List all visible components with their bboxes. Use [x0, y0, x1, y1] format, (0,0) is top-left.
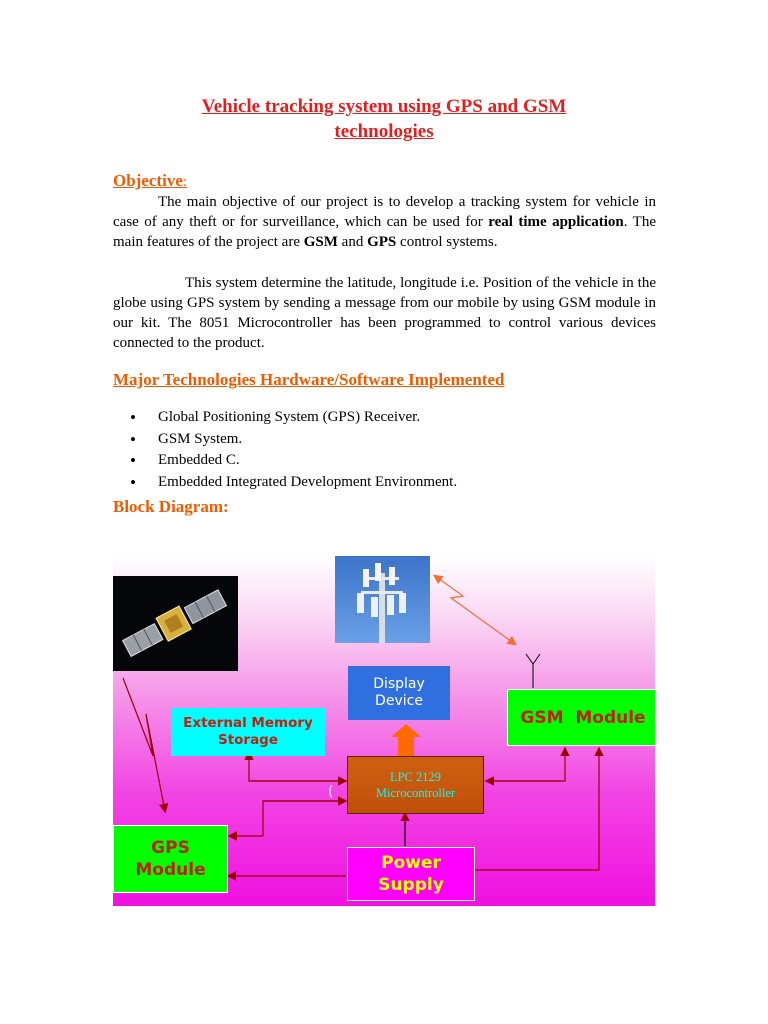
- list-item: Global Positioning System (GPS) Receiver…: [158, 407, 457, 429]
- p1-text-4: control systems.: [396, 234, 497, 250]
- microcontroller-box: LPC 2129 Microcontroller: [347, 756, 484, 814]
- external-memory-box: External Memory Storage: [171, 708, 325, 756]
- gsm-module-box: GSM Module: [507, 689, 655, 746]
- list-item: Embedded Integrated Development Environm…: [158, 472, 457, 494]
- power-supply-label-1: Power: [381, 852, 441, 874]
- power-supply-label-2: Supply: [378, 874, 444, 896]
- p1-text-3: and: [338, 234, 367, 250]
- antenna-icon: [526, 654, 540, 688]
- p1-bold-realtime: real time application: [488, 214, 624, 230]
- gps-module-label-1: GPS: [151, 837, 190, 859]
- list-item: GSM System.: [158, 429, 457, 451]
- p1-bold-gsm: GSM: [304, 234, 338, 250]
- display-device-label-1: Display: [373, 676, 425, 693]
- memory-label-1: External Memory: [183, 715, 313, 732]
- block-diagram-heading: Block Diagram:: [113, 497, 229, 517]
- gps-module-label-2: Module: [135, 859, 205, 881]
- mcu-label-1: LPC 2129: [390, 769, 441, 785]
- objective-heading-colon: :: [183, 174, 187, 190]
- power-supply-box: Power Supply: [347, 847, 475, 901]
- objective-paragraph-2: This system determine the latitude, long…: [113, 273, 656, 353]
- p1-bold-gps: GPS: [367, 234, 396, 250]
- objective-paragraph-1: The main objective of our project is to …: [113, 192, 656, 252]
- doc-title-line1: Vehicle tracking system using GPS and GS…: [0, 94, 768, 119]
- objective-heading-text: Objective: [113, 171, 183, 190]
- memory-label-2: Storage: [218, 732, 278, 749]
- mcu-label-2: Microcontroller: [376, 785, 455, 801]
- mcu-stray-mark: (: [328, 784, 333, 800]
- doc-title-line2: technologies: [0, 119, 768, 144]
- objective-heading: Objective:: [113, 171, 187, 191]
- display-device-label-2: Device: [375, 693, 423, 710]
- gps-module-box: GPS Module: [113, 825, 228, 893]
- tech-list: Global Positioning System (GPS) Receiver…: [113, 407, 457, 493]
- block-diagram: Display Device External Memory Storage G…: [113, 556, 655, 906]
- gsm-module-label: GSM Module: [520, 708, 645, 728]
- tech-heading: Major Technologies Hardware/Software Imp…: [113, 370, 504, 390]
- list-item: Embedded C.: [158, 450, 457, 472]
- display-device-box: Display Device: [348, 666, 450, 720]
